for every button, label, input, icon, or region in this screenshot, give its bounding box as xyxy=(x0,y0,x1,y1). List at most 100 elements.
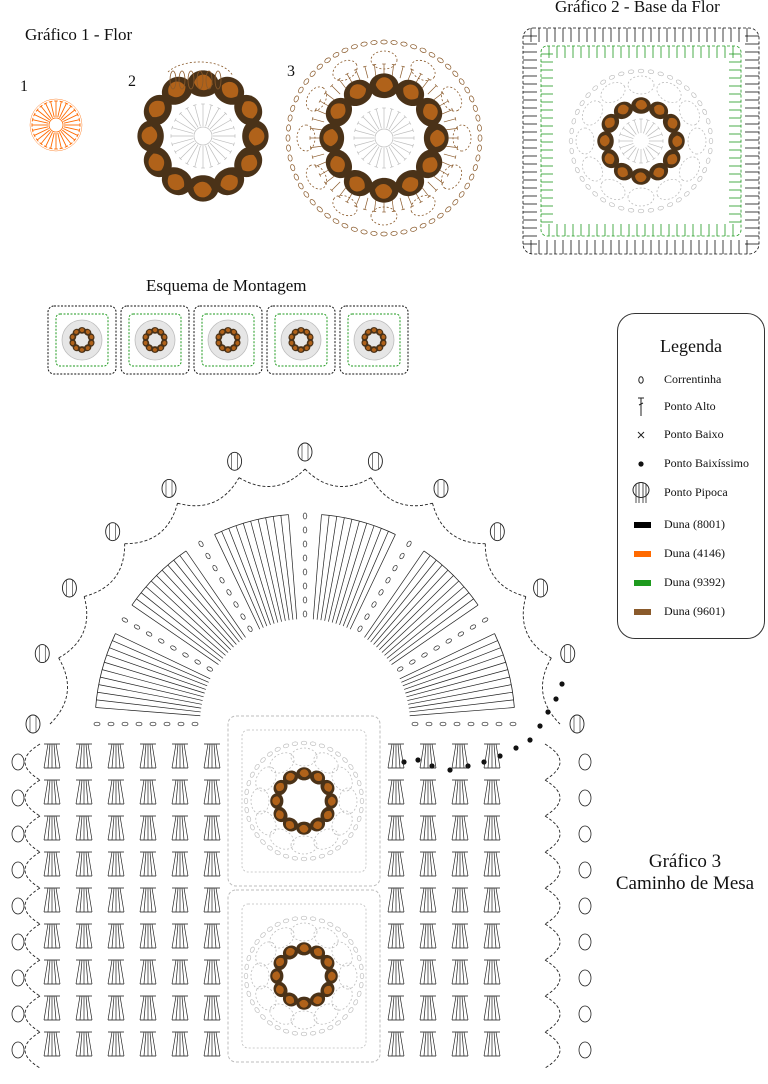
runner-scalloped-edge xyxy=(25,442,585,734)
legend-title: Legenda xyxy=(660,336,722,356)
petal xyxy=(597,131,614,151)
grafico-2-title: Gráfico 2 - Base da Flor xyxy=(555,0,720,16)
petal xyxy=(309,945,326,960)
legend-label: Duna (9392) xyxy=(664,575,725,589)
orange-center-ring xyxy=(29,98,83,152)
petal xyxy=(613,162,633,181)
petal xyxy=(369,177,399,203)
petal xyxy=(215,338,223,347)
legend-label: Duna (4146) xyxy=(664,546,725,560)
petal xyxy=(234,95,263,126)
stage-number-2: 2 xyxy=(128,73,136,90)
petal xyxy=(242,120,269,152)
legend-label: Ponto Alto xyxy=(664,399,716,413)
legend-label: Ponto Baixíssimo xyxy=(664,456,750,470)
petal xyxy=(662,113,681,133)
petal xyxy=(282,992,299,1007)
petal xyxy=(324,793,338,809)
petal xyxy=(320,981,335,998)
runner-center-squares xyxy=(227,715,381,1063)
assembly-panel xyxy=(120,305,190,375)
color-swatch-black xyxy=(634,522,651,528)
runner-body-rows xyxy=(11,743,592,1069)
petal xyxy=(296,821,312,835)
legend-label: Correntinha xyxy=(664,372,722,386)
flower-stage-1-diagram xyxy=(29,98,83,152)
table-runner-diagram xyxy=(11,442,592,1069)
petal xyxy=(613,101,633,120)
petal xyxy=(668,131,685,151)
petal xyxy=(218,328,227,336)
petal xyxy=(282,817,299,832)
petal xyxy=(187,175,219,202)
petal xyxy=(273,806,288,823)
petal xyxy=(319,123,345,153)
stage-number-3: 3 xyxy=(287,63,295,80)
petal xyxy=(273,981,288,998)
petal xyxy=(344,79,373,107)
legend-item-ponto-pipoca: Ponto Pipoca xyxy=(618,482,764,504)
petal xyxy=(423,123,449,153)
petal xyxy=(649,162,669,181)
petal xyxy=(145,328,154,336)
grafico-3-subtitle: Caminho de Mesa xyxy=(615,873,755,894)
petal xyxy=(601,113,620,133)
stage-number-1: 1 xyxy=(20,78,28,95)
legend-item-ponto-baixo: Ponto Baixo xyxy=(618,424,764,446)
petal xyxy=(69,338,77,347)
assembly-panel xyxy=(266,305,336,375)
assembly-diagram xyxy=(47,305,409,375)
petal xyxy=(395,79,424,107)
legend-label: Ponto Baixo xyxy=(664,427,724,441)
petal xyxy=(395,169,424,197)
petal xyxy=(296,942,312,956)
petal xyxy=(325,149,353,178)
petal xyxy=(369,73,399,99)
petal xyxy=(415,149,443,178)
assembly-panel xyxy=(47,305,117,375)
petal xyxy=(87,333,95,342)
legend-item-duna-8001: Duna (8001) xyxy=(618,514,764,536)
petal xyxy=(344,169,373,197)
petal xyxy=(162,167,193,196)
assembly-panel xyxy=(339,305,409,375)
petal xyxy=(601,149,620,169)
slip-stitch-join xyxy=(401,681,565,773)
single-crochet-icon xyxy=(637,431,645,439)
slip-stitch-icon xyxy=(638,461,644,467)
petal xyxy=(320,779,335,796)
flower-stage-2-diagram xyxy=(137,61,269,202)
petal xyxy=(213,167,244,196)
chain-oval-icon xyxy=(638,376,644,384)
petal xyxy=(273,954,288,971)
assembly-panel xyxy=(193,305,263,375)
grafico-1-title: Gráfico 1 - Flor xyxy=(25,25,133,44)
petal xyxy=(309,770,326,785)
montagem-title: Esquema de Montagem xyxy=(146,276,307,295)
runner-radial-fans xyxy=(93,512,517,727)
petal xyxy=(160,333,168,342)
petal xyxy=(309,992,326,1007)
petal xyxy=(143,95,172,126)
legend-item-ponto-baixissimo: Ponto Baixíssimo xyxy=(618,453,764,475)
petal xyxy=(288,338,296,347)
brown-stitch-detail xyxy=(167,61,234,90)
legend-item-duna-9601: Duna (9601) xyxy=(618,601,764,623)
petal xyxy=(282,945,299,960)
petal xyxy=(662,149,681,169)
petal xyxy=(361,338,369,347)
color-swatch-orange xyxy=(634,551,651,557)
petal xyxy=(213,76,244,105)
petal-ring xyxy=(137,70,269,202)
petal xyxy=(296,996,312,1010)
petal xyxy=(142,338,150,347)
petal xyxy=(270,793,284,809)
legend-label: Duna (8001) xyxy=(664,517,725,531)
petal xyxy=(309,817,326,832)
petal xyxy=(325,98,353,127)
full-flower xyxy=(285,39,483,237)
color-swatch-green xyxy=(634,580,651,586)
petal xyxy=(320,954,335,971)
petal xyxy=(296,767,312,781)
petal xyxy=(320,806,335,823)
